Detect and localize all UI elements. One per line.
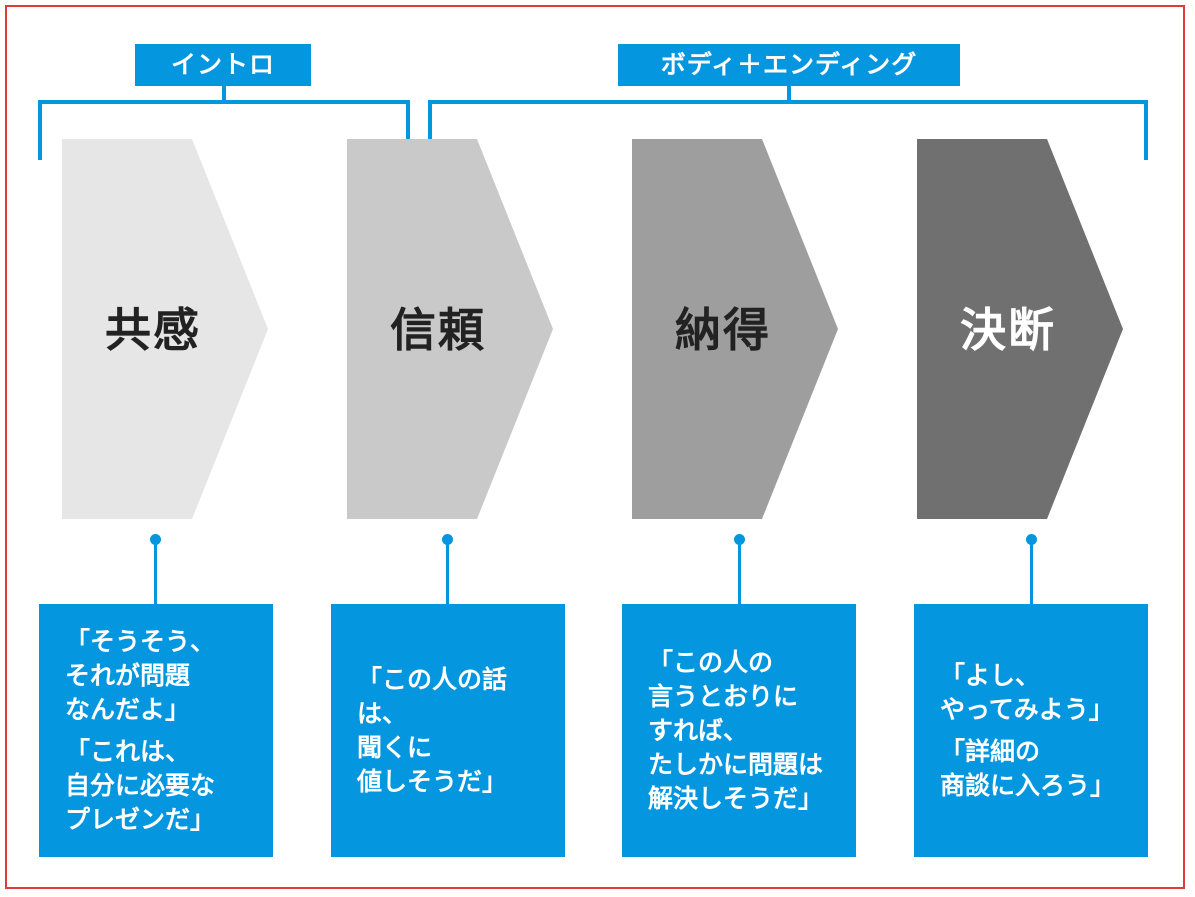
body-bracket-top xyxy=(428,100,1148,104)
connector-dot-4 xyxy=(1026,534,1037,545)
quote-text: 「この人の話は、 聞くに 値しそうだ」 xyxy=(357,664,508,796)
outer-frame xyxy=(5,5,1185,889)
body-bracket-stem xyxy=(787,86,791,102)
intro-bracket-stem xyxy=(222,86,226,102)
quote-text: 「そうそう、 それが問題 なんだよ」 xyxy=(65,626,216,724)
connector-line-3 xyxy=(738,540,741,604)
quote-box-empathy: 「そうそう、 それが問題 なんだよ」 「これは、 自分に必要な プレゼンだ」 xyxy=(39,604,273,857)
connector-dot-1 xyxy=(150,534,161,545)
quote-text: 「詳細の 商談に入ろう」 xyxy=(940,736,1116,800)
stage-label-decision: 決断 xyxy=(960,303,1056,357)
stage-arrow-2 xyxy=(347,139,553,519)
intro-section-tag: イントロ xyxy=(135,44,311,86)
intro-bracket-top xyxy=(38,100,410,104)
quote-box-trust: 「この人の話は、 聞くに 値しそうだ」 xyxy=(331,604,565,857)
stage-label-conviction: 納得 xyxy=(675,303,771,357)
stage-arrow-3 xyxy=(632,139,838,519)
quote-text: 「この人の 言うとおりに すれば、 たしかに問題は 解決しそうだ」 xyxy=(648,647,824,813)
quote-text: 「これは、 自分に必要な プレゼンだ」 xyxy=(65,736,216,834)
stage-arrow-1 xyxy=(62,139,268,519)
body-bracket-right xyxy=(1144,100,1148,160)
intro-bracket-right xyxy=(406,100,410,160)
body-ending-section-tag: ボディ＋エンディング xyxy=(618,44,960,86)
quote-box-decision: 「よし、 やってみよう」 「詳細の 商談に入ろう」 xyxy=(914,604,1148,857)
body-bracket-left xyxy=(428,100,432,160)
connector-line-1 xyxy=(154,540,157,604)
quote-text: 「よし、 やってみよう」 xyxy=(940,660,1114,724)
connector-dot-3 xyxy=(734,534,745,545)
connector-line-4 xyxy=(1030,540,1033,604)
intro-bracket-left xyxy=(38,100,42,160)
quote-box-conviction: 「この人の 言うとおりに すれば、 たしかに問題は 解決しそうだ」 xyxy=(622,604,856,857)
connector-line-2 xyxy=(446,540,449,604)
stage-label-trust: 信頼 xyxy=(390,303,486,357)
stage-label-empathy: 共感 xyxy=(105,303,201,357)
stage-arrow-4 xyxy=(917,139,1123,519)
connector-dot-2 xyxy=(442,534,453,545)
